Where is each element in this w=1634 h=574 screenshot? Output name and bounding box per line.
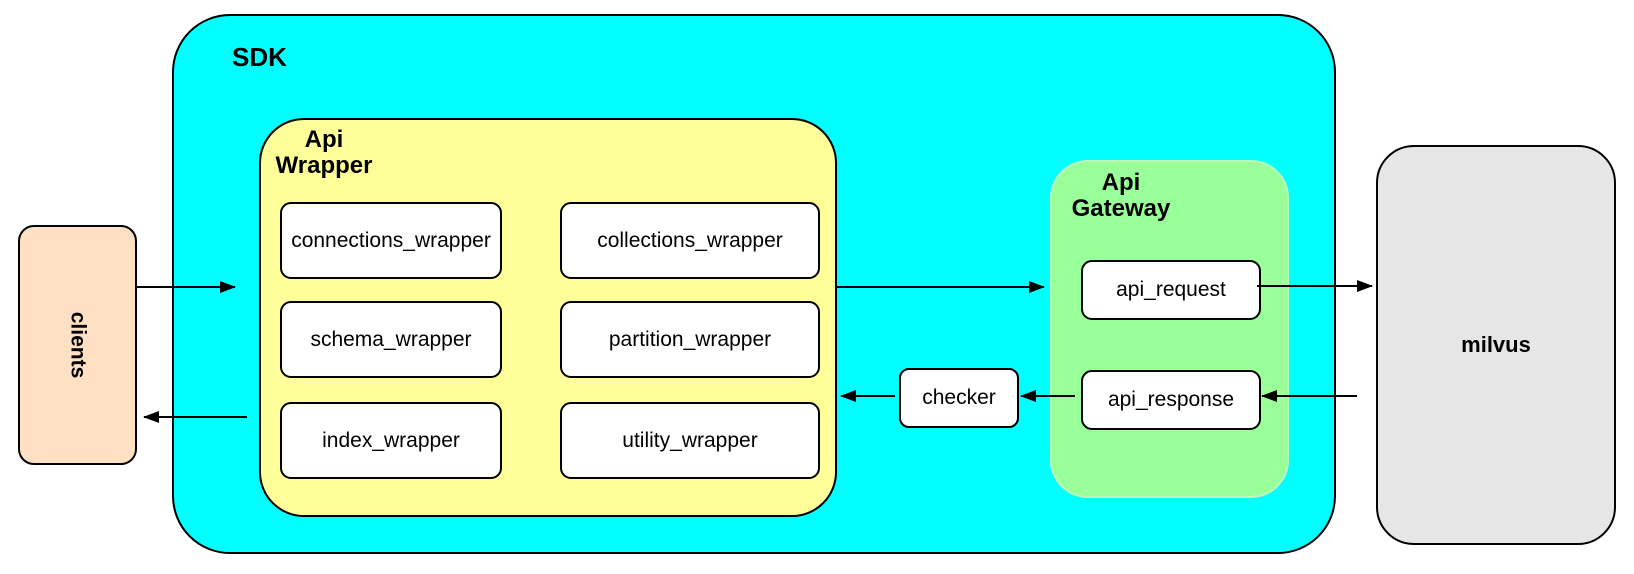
milvus-label: milvus — [1461, 332, 1531, 357]
node-clients: clients — [18, 225, 137, 465]
container-api-wrapper: Api Wrapper connections_wrapper collecti… — [259, 118, 837, 517]
api-request-label: api_request — [1116, 278, 1226, 301]
schema-wrapper-label: schema_wrapper — [310, 327, 472, 351]
node-api-request: api_request — [1081, 260, 1261, 320]
node-milvus: milvus — [1376, 145, 1616, 545]
checker-label: checker — [922, 386, 996, 409]
node-schema-wrapper: schema_wrapper — [280, 301, 502, 378]
container-sdk: SDK Api Wrapper connections_wrapper coll… — [172, 14, 1336, 554]
index-wrapper-label: index_wrapper — [322, 428, 460, 452]
node-api-response: api_response — [1081, 370, 1261, 430]
node-connections-wrapper: connections_wrapper — [280, 202, 502, 279]
collections-wrapper-label: collections_wrapper — [597, 228, 783, 252]
node-collections-wrapper: collections_wrapper — [560, 202, 820, 279]
connections-wrapper-label: connections_wrapper — [291, 228, 491, 252]
api-response-label: api_response — [1107, 388, 1235, 411]
sdk-label: SDK — [232, 42, 287, 72]
api-gateway-label: Api Gateway — [1071, 169, 1171, 222]
partition-wrapper-label: partition_wrapper — [608, 327, 772, 351]
node-checker: checker — [899, 368, 1019, 428]
node-partition-wrapper: partition_wrapper — [560, 301, 820, 378]
api-wrapper-label: Api Wrapper — [275, 126, 373, 179]
clients-label: clients — [66, 311, 90, 379]
container-api-gateway: Api Gateway api_request api_response — [1050, 160, 1289, 498]
node-index-wrapper: index_wrapper — [280, 402, 502, 479]
node-utility-wrapper: utility_wrapper — [560, 402, 820, 479]
utility-wrapper-label: utility_wrapper — [622, 428, 758, 452]
